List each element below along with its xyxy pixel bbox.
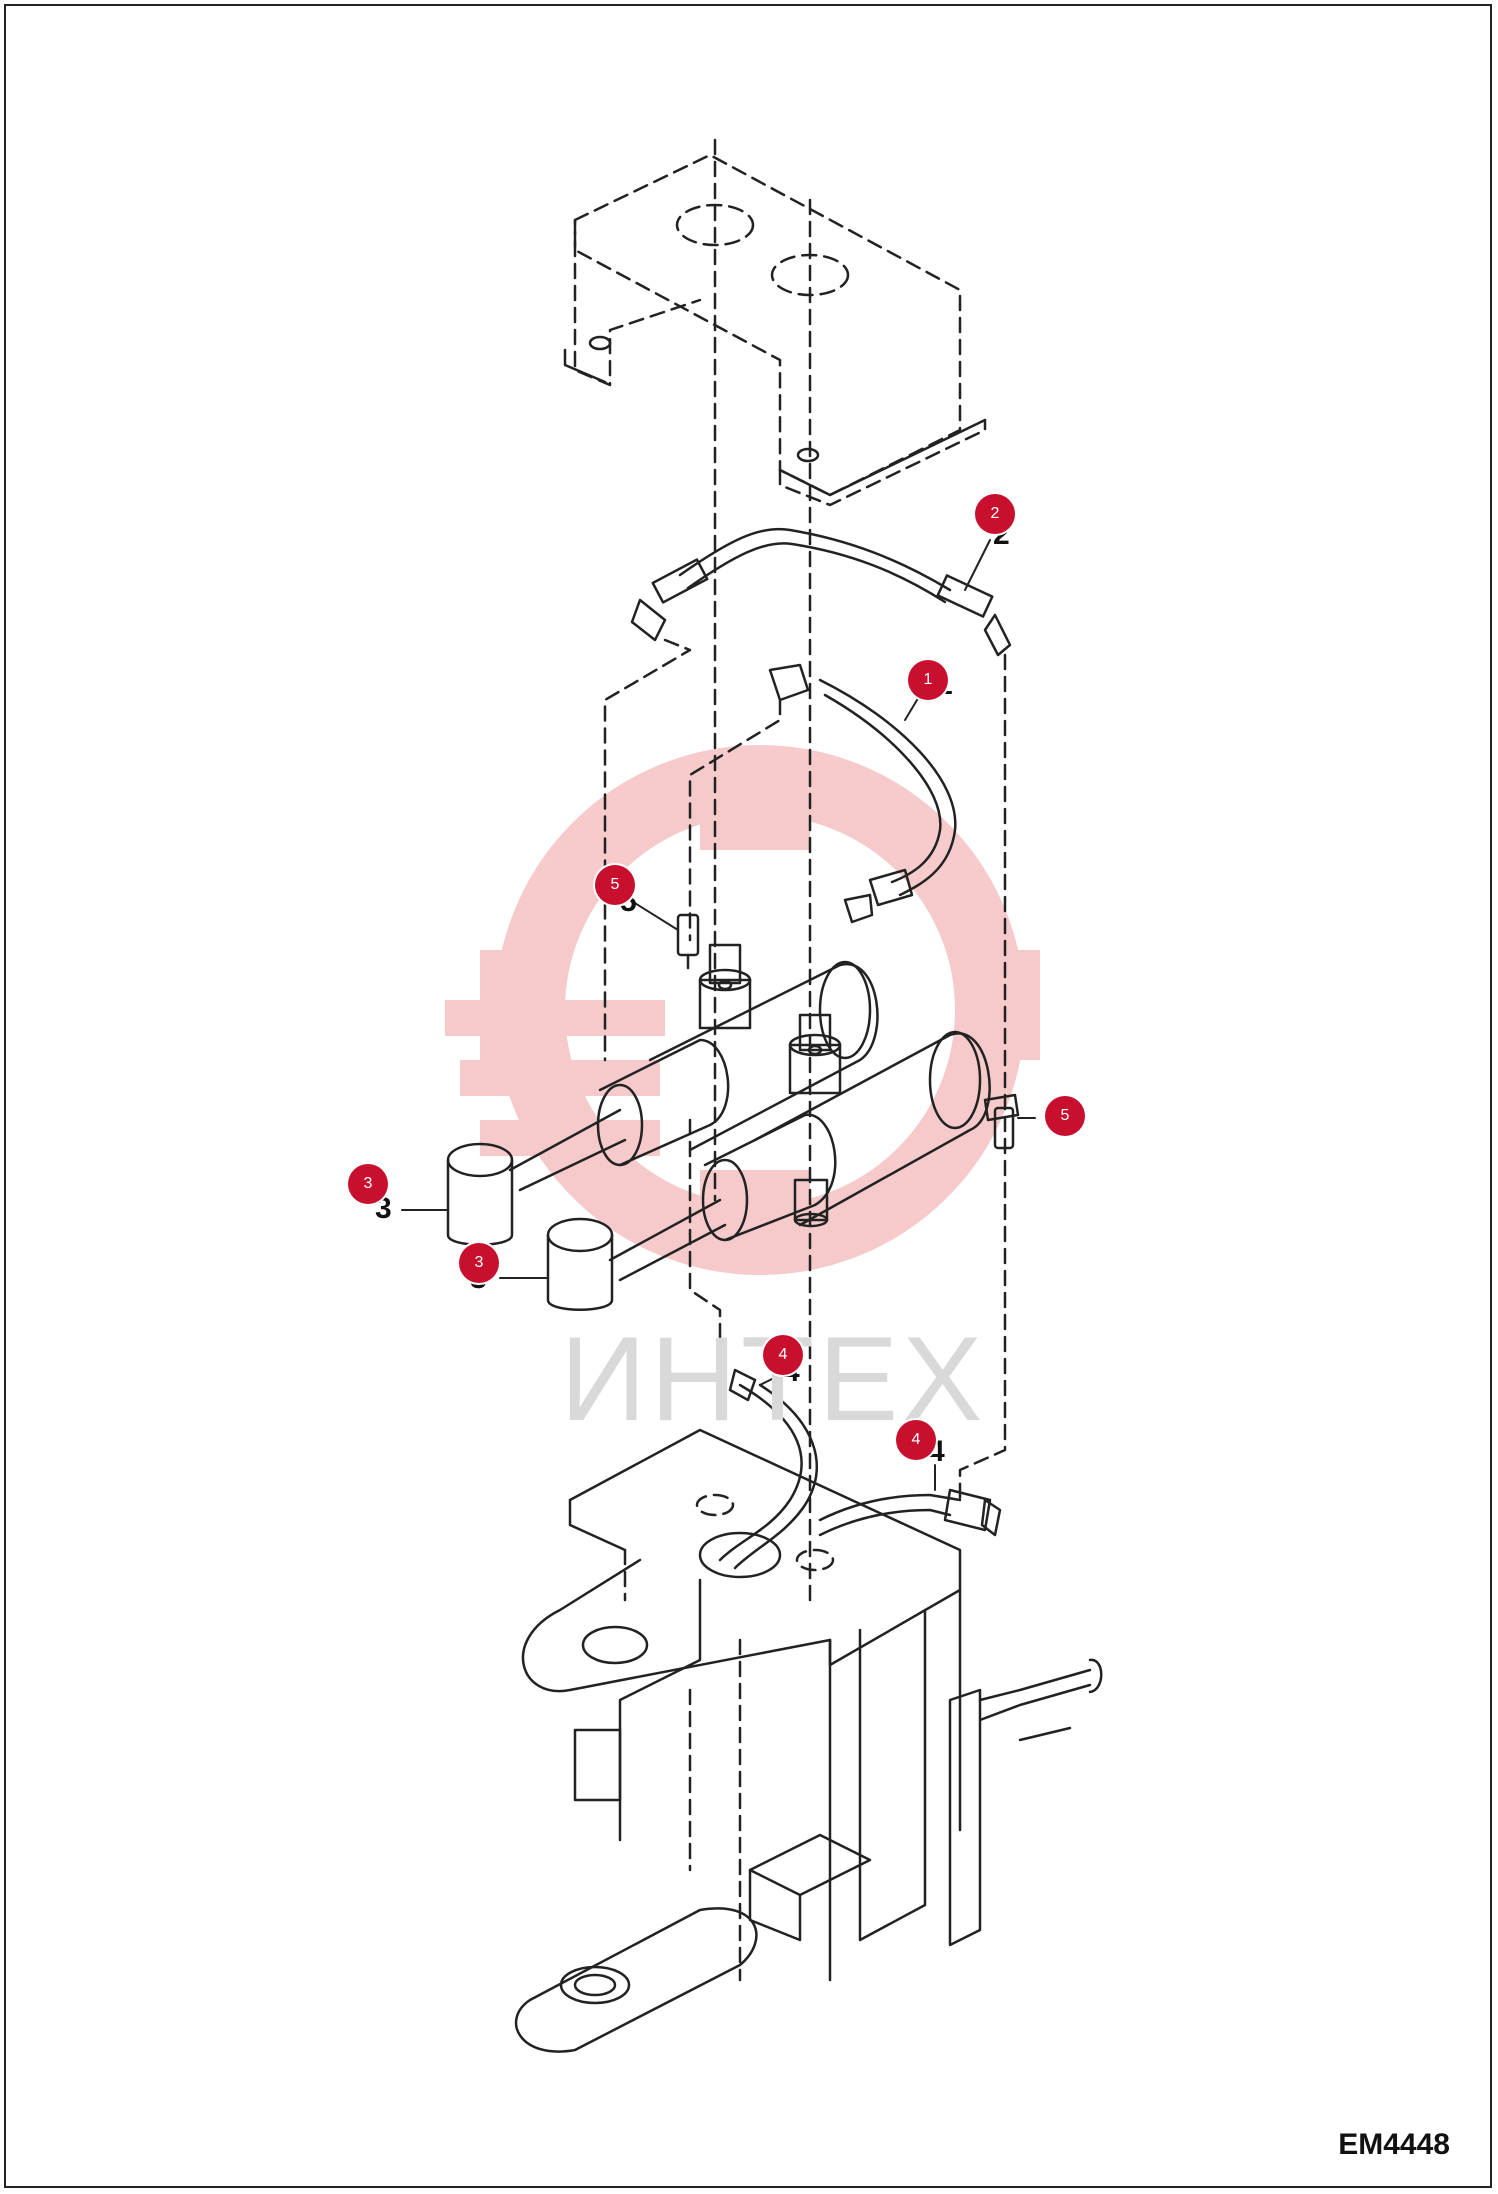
diagram-frame xyxy=(4,4,1492,2188)
rod-end-bushing-lower xyxy=(546,1217,614,1311)
hose-2 xyxy=(630,527,1012,657)
drawing-code: EM4448 xyxy=(1338,2128,1450,2161)
tee-fitting-upper xyxy=(676,913,700,970)
rod-end-bushing-upper xyxy=(446,1142,514,1246)
callout-badge-2[interactable]: 2 xyxy=(975,494,1015,534)
lower-mount-hidden-lines xyxy=(623,1493,835,1982)
hydraulic-cylinder-right xyxy=(608,1013,991,1282)
callout-badge-5-right[interactable]: 5 xyxy=(1045,1096,1085,1136)
callout-badge-5-upper[interactable]: 5 xyxy=(595,865,635,905)
callout-badge-3-upper[interactable]: 3 xyxy=(348,1164,388,1204)
tee-fitting-right xyxy=(983,1093,1020,1150)
connection-guides xyxy=(603,638,1007,1502)
hose-1 xyxy=(768,663,957,924)
leader-lines xyxy=(401,539,1036,1491)
upper-mount-bracket-solid xyxy=(563,335,987,497)
lower-mount-frame xyxy=(514,1428,1103,2053)
callout-badge-1[interactable]: 1 xyxy=(908,660,948,700)
watermark-gear-icon xyxy=(445,745,1040,1275)
hydraulic-cylinder-left xyxy=(508,943,879,1192)
upper-mount-bracket xyxy=(573,138,987,1602)
callout-badge-3-lower[interactable]: 3 xyxy=(459,1243,499,1283)
callout-badge-4-right[interactable]: 4 xyxy=(896,1420,936,1460)
callout-badge-4-left[interactable]: 4 xyxy=(763,1335,803,1375)
hose-4-left xyxy=(718,1368,818,1570)
